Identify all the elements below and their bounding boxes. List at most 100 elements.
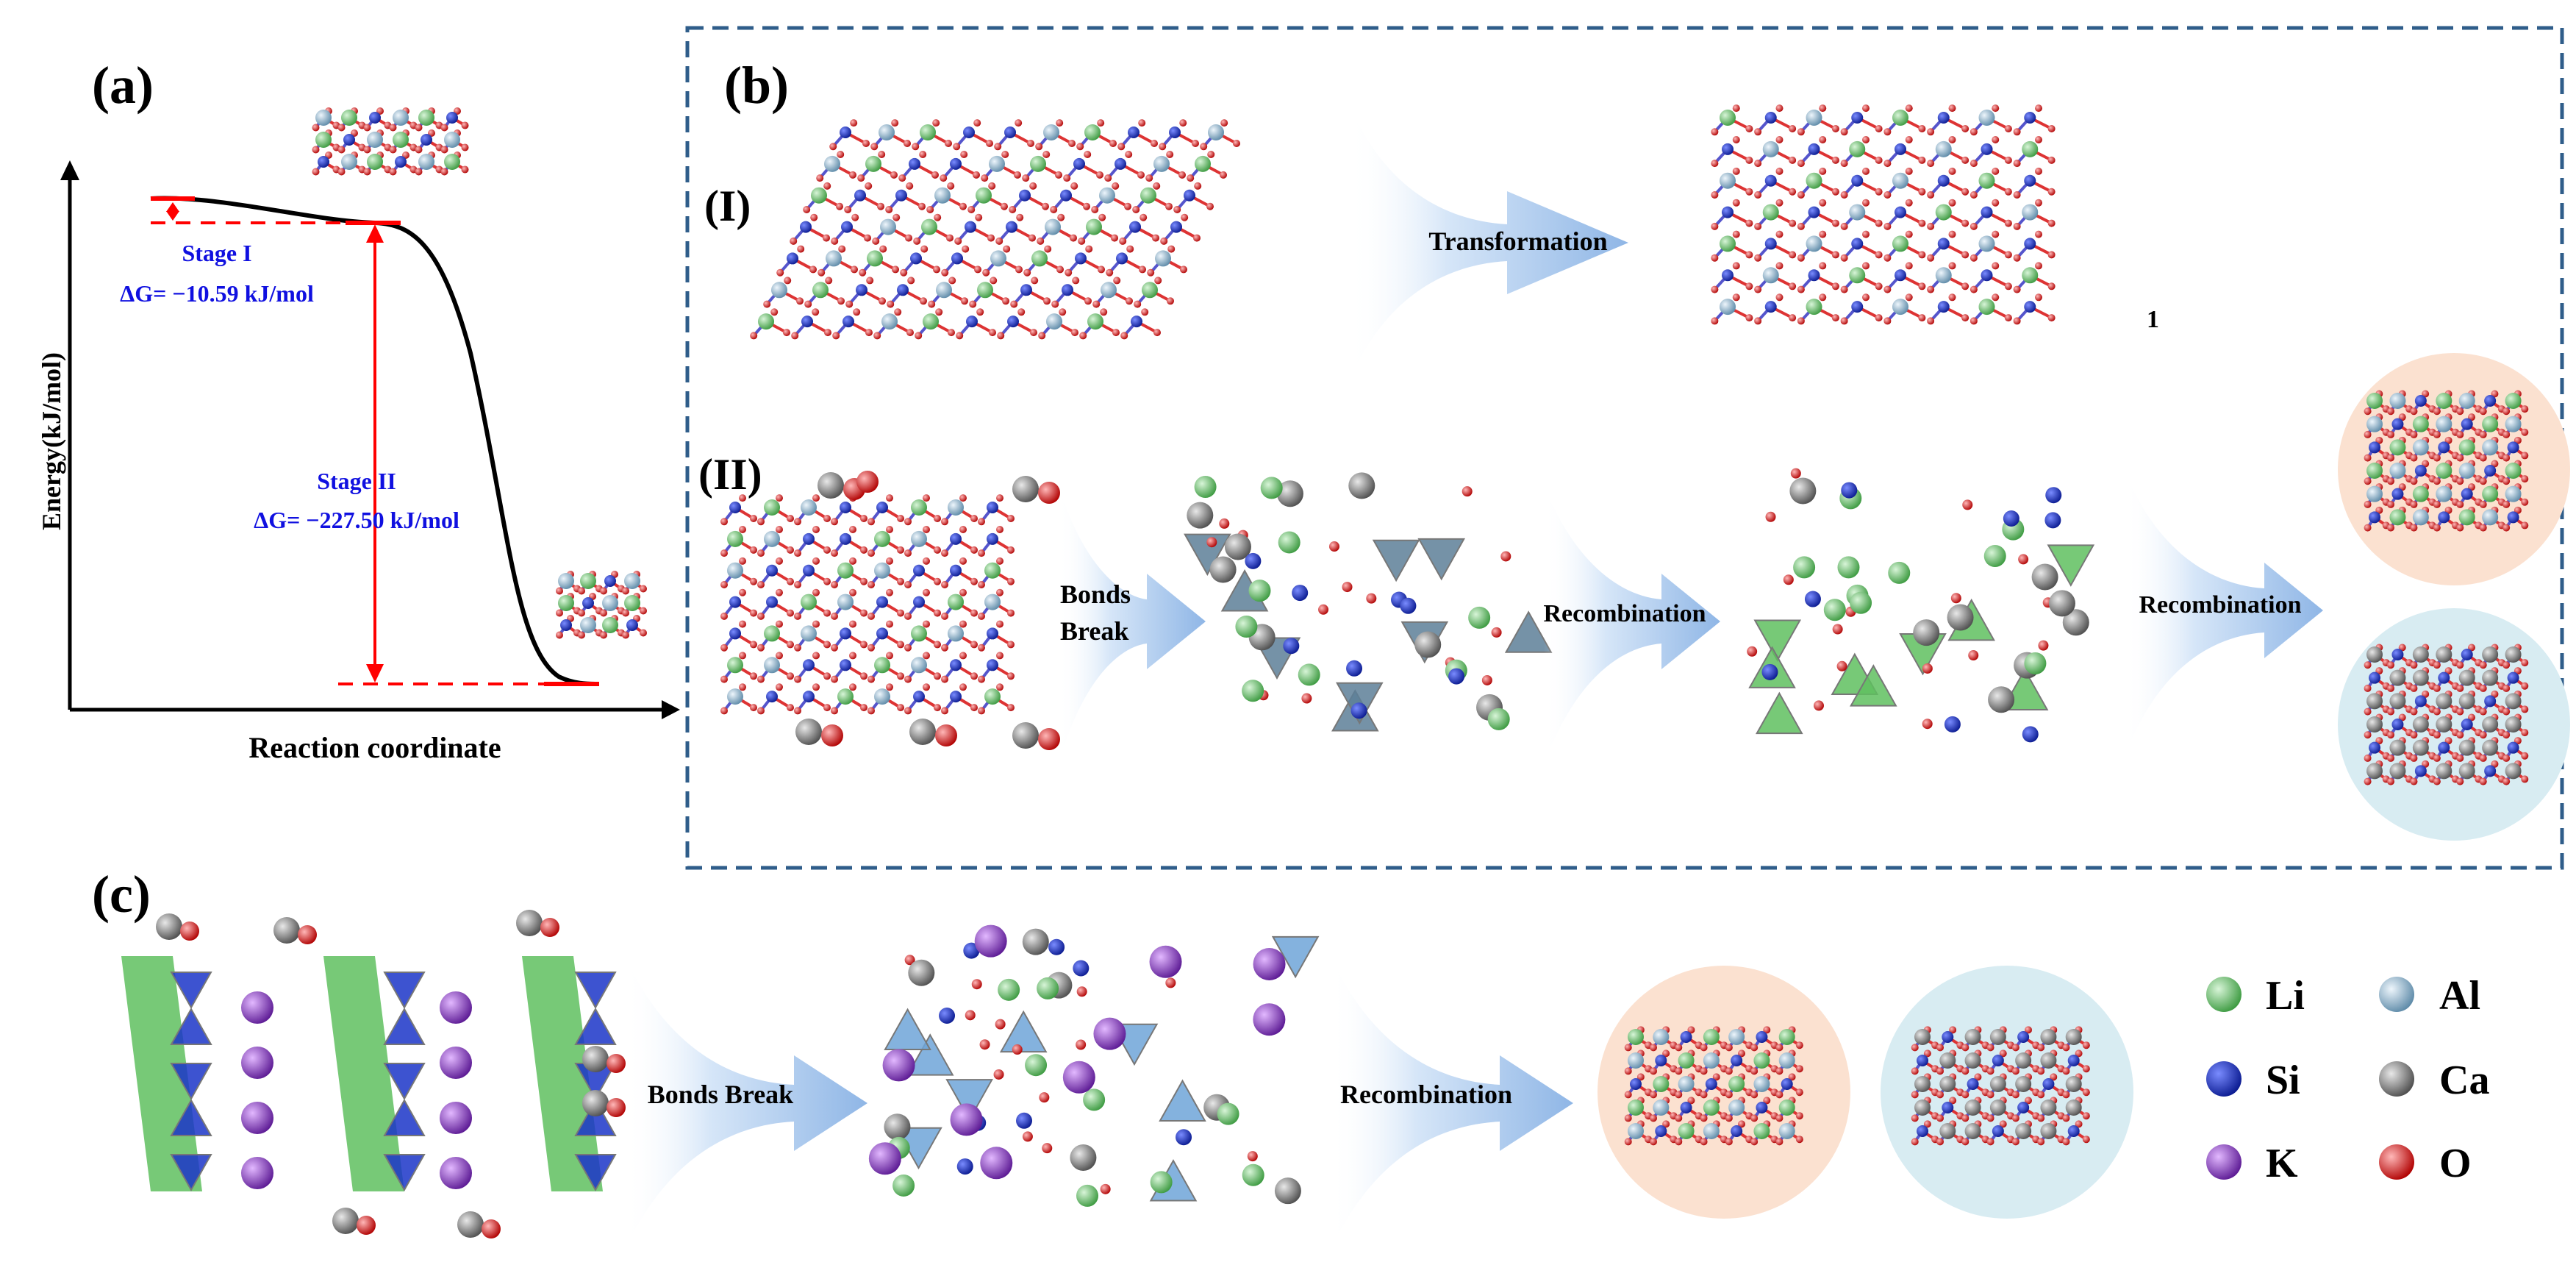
atom-ca xyxy=(884,1113,911,1141)
atom-si xyxy=(987,532,998,545)
row1-label: (I) xyxy=(704,182,751,230)
atom-o xyxy=(1819,104,1827,113)
atom-si xyxy=(1808,206,1820,218)
atom-o xyxy=(831,644,838,652)
atom-al xyxy=(2482,439,2499,456)
atom-o xyxy=(1152,234,1159,242)
atom-o xyxy=(1789,125,1797,132)
atom-si xyxy=(854,189,866,202)
atom-o xyxy=(1500,551,1511,562)
atom-o xyxy=(809,265,817,274)
atom-al xyxy=(1043,124,1059,140)
atom-o xyxy=(2082,1112,2090,1120)
atom-o xyxy=(1059,308,1067,316)
atom-al xyxy=(911,530,927,547)
atom-al xyxy=(727,562,743,579)
atom-o xyxy=(1031,277,1039,285)
atom-o xyxy=(2433,477,2441,485)
atom-o xyxy=(1789,219,1797,227)
row1-transformed-crystal xyxy=(1711,104,2056,325)
atom-o xyxy=(941,268,949,277)
atom-li xyxy=(1806,299,1822,316)
atom-si xyxy=(2024,238,2036,250)
row2-recombined-crystal xyxy=(1747,468,2095,743)
atom-al xyxy=(2412,439,2429,456)
atom-al xyxy=(1935,267,1952,284)
atom-o xyxy=(1961,156,1969,164)
atom-o xyxy=(622,609,629,617)
atom-o xyxy=(1085,245,1093,253)
atom-li xyxy=(558,595,574,611)
atom-o xyxy=(1927,222,1935,230)
atom-o xyxy=(2521,775,2529,783)
atom-li xyxy=(1195,155,1211,172)
atom-o xyxy=(953,143,961,151)
atom-o xyxy=(2521,498,2529,506)
atom-ca xyxy=(2482,739,2499,756)
atom-li xyxy=(892,1174,915,1197)
atom-al xyxy=(1046,313,1062,330)
tetrahedron xyxy=(884,1008,931,1051)
atom-si xyxy=(2484,465,2497,477)
atom-al xyxy=(602,595,618,611)
atom-si xyxy=(1731,1055,1743,1066)
atom-o xyxy=(934,672,941,680)
atom-o xyxy=(1138,119,1146,127)
atom-o xyxy=(2364,454,2372,462)
atom-li xyxy=(727,657,743,674)
atom-ca xyxy=(2389,739,2406,756)
atom-o xyxy=(2018,554,2029,565)
atom-li xyxy=(2366,393,2383,409)
atom-o xyxy=(860,704,867,712)
y-axis-label: Energy(kJ/mol) xyxy=(37,352,66,530)
atom-si xyxy=(966,316,978,328)
atom-o xyxy=(787,672,794,680)
atom-o xyxy=(920,245,929,253)
atom-si xyxy=(1804,591,1821,607)
atom-o xyxy=(2011,1114,2019,1122)
atom-si xyxy=(2414,395,2427,407)
atom-o xyxy=(2364,500,2372,508)
atom-o xyxy=(941,707,948,715)
atom-o xyxy=(959,588,967,596)
atom-o xyxy=(720,581,728,588)
atom-o xyxy=(1831,282,1839,291)
atom-ca xyxy=(1012,722,1039,749)
atom-si xyxy=(2461,719,2473,730)
atom-o xyxy=(1012,1044,1023,1055)
atom-si xyxy=(2003,510,2019,527)
atom-o xyxy=(1790,468,1801,479)
atom-o xyxy=(720,675,728,683)
y-axis-arrowhead xyxy=(60,160,79,180)
atom-o xyxy=(935,724,957,746)
panel-b-dashed-frame xyxy=(685,26,2564,870)
atom-si xyxy=(1705,1078,1717,1090)
atom-o xyxy=(890,171,898,179)
atom-o xyxy=(1068,140,1076,147)
atom-k xyxy=(980,1147,1013,1180)
atom-si xyxy=(1764,301,1777,313)
atom-al xyxy=(2366,485,2383,502)
atom-o xyxy=(1905,136,1913,143)
atom-o xyxy=(862,140,870,147)
atom-si xyxy=(2414,695,2427,707)
atom-o xyxy=(1750,1044,1759,1052)
atom-o xyxy=(1160,237,1168,245)
atom-ca xyxy=(909,719,936,745)
atom-o xyxy=(2433,777,2441,785)
atom-o xyxy=(906,329,914,337)
atom-o xyxy=(1927,317,1935,325)
atom-o xyxy=(2047,314,2056,322)
atom-si xyxy=(909,157,920,170)
atom-si xyxy=(1129,221,1141,233)
atom-o xyxy=(776,652,783,660)
atom-o xyxy=(860,546,867,554)
atom-o xyxy=(904,707,912,715)
atom-o xyxy=(1042,202,1049,210)
atom-o xyxy=(2433,684,2441,692)
atom-ca xyxy=(332,1208,359,1234)
tetrahedron xyxy=(574,972,617,1010)
atom-o xyxy=(913,237,921,245)
atom-o xyxy=(2479,707,2487,716)
atom-o xyxy=(965,1010,976,1021)
